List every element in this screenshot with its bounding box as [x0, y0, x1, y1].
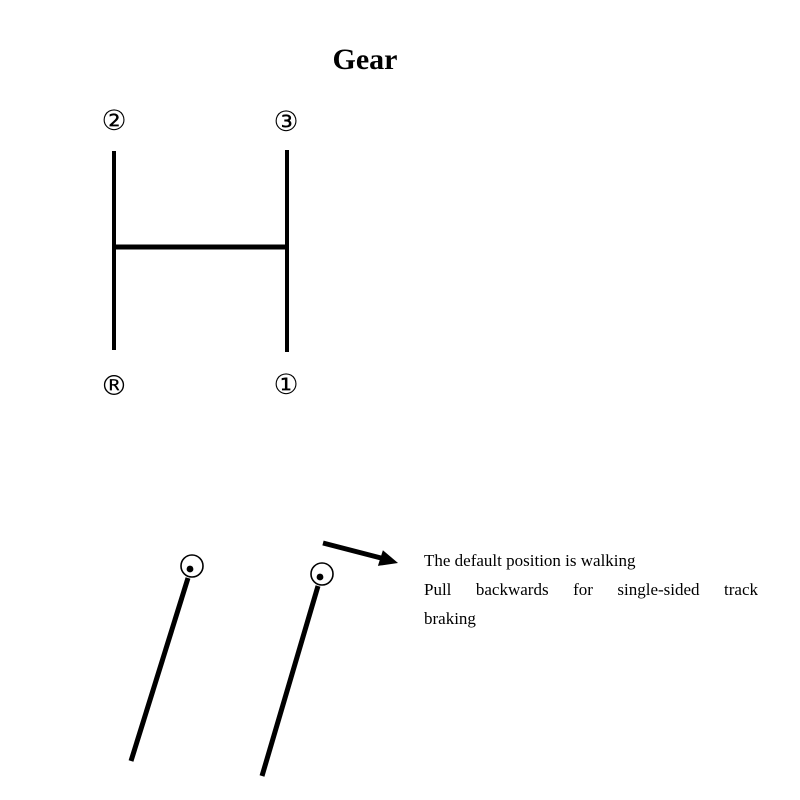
pull-direction-arrow-shaft — [322, 540, 382, 561]
gear-position-3-label: ③ — [273, 105, 299, 138]
page-title: Gear — [332, 43, 398, 76]
right-lever-shaft — [259, 585, 321, 777]
pull-direction-arrow-head-icon — [377, 550, 398, 566]
gear-position-2-label: ② — [101, 104, 127, 137]
left-lever-pivot-dot-icon — [186, 565, 194, 573]
left-lever-shaft — [128, 577, 191, 762]
right-lever-pivot-dot-icon — [316, 573, 324, 581]
lever-note-line-2: Pull backwards for single-sided track — [424, 580, 758, 599]
gear-position-reverse-label: ® — [100, 369, 128, 402]
gear-position-1-label: ① — [273, 368, 299, 401]
left-lever-pivot-circled-dot-icon — [180, 554, 204, 578]
lever-note-line-3: braking — [424, 609, 476, 628]
lever-note: The default position is walking Pull bac… — [424, 546, 758, 633]
lever-note-line-1: The default position is walking — [424, 551, 636, 570]
right-lever-pivot-circled-dot-icon — [310, 562, 334, 586]
